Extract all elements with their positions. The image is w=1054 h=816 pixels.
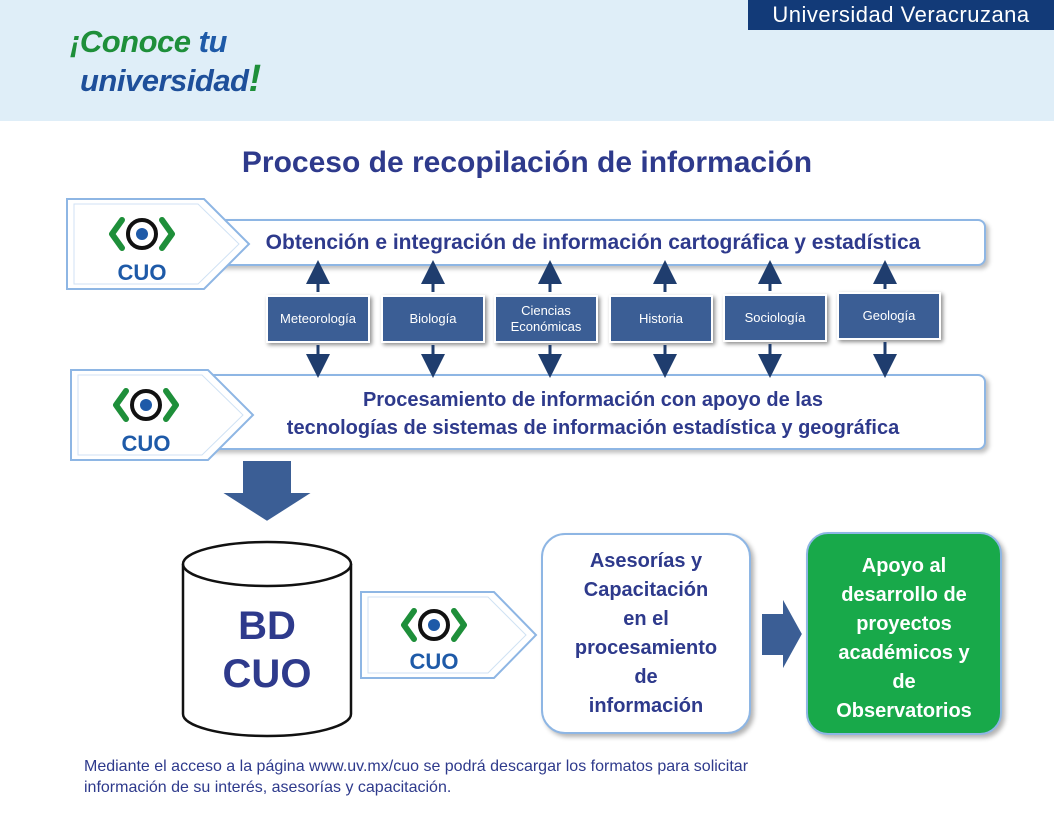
database-cylinder — [181, 540, 353, 738]
asesorias-line: información — [588, 695, 704, 717]
category-sociologia: Sociología — [723, 294, 827, 342]
cuo-logo-badge-3: CUO — [360, 591, 538, 679]
slogan-line-2: universidad! — [80, 58, 261, 101]
cuo-logo-text: CUO — [122, 431, 171, 456]
eye-logo-icon — [113, 388, 179, 422]
apoyo-line: proyectos — [856, 613, 952, 635]
asesorias-line: de — [634, 666, 658, 688]
apoyo-line: desarrollo de — [841, 584, 967, 606]
asesorias-line: en el — [623, 608, 669, 630]
category-label: Sociología — [744, 310, 806, 325]
category-geologia: Geología — [837, 292, 941, 340]
flow-arrow-down — [216, 459, 318, 524]
stage-procesamiento-line-2: tecnologías de sistemas de información e… — [286, 417, 900, 439]
stage-obtencion-bar: Obtención e integración de información c… — [200, 219, 986, 266]
database-label-line-1: BD — [238, 604, 296, 648]
category-label: Geología — [862, 308, 916, 323]
category-meteorologia: Meteorología — [266, 295, 370, 343]
cuo-logo-badge-1: CUO — [66, 198, 251, 290]
cuo-logo-text: CUO — [410, 649, 459, 674]
category-label: Historia — [638, 311, 684, 326]
category-label: Meteorología — [280, 311, 356, 326]
asesorias-line: Capacitación — [583, 579, 709, 601]
database-label: BD CUO — [182, 602, 352, 698]
stage-procesamiento-bar: Procesamiento de información con apoyo d… — [200, 374, 986, 450]
cuo-logo-badge-2: CUO — [70, 369, 255, 461]
footer-note: Mediante el acceso a la página www.uv.mx… — [84, 756, 944, 798]
slogan-tu: tu — [198, 24, 228, 59]
cuo-logo-text: CUO — [118, 260, 167, 285]
apoyo-box: Apoyo al desarrollo de proyectos académi… — [806, 532, 1002, 735]
apoyo-line: de — [892, 671, 916, 693]
category-label: Ciencias — [521, 303, 571, 318]
category-ciencias-economicas: Ciencias Económicas — [494, 295, 598, 343]
asesorias-line: procesamiento — [574, 637, 718, 659]
page-title: Proceso de recopilación de información — [241, 146, 813, 179]
slogan-universidad: universidad — [80, 63, 249, 98]
university-name: Universidad Veracruzana — [748, 0, 1054, 30]
stage-procesamiento-line-1: Procesamiento de información con apoyo d… — [362, 389, 824, 411]
footer-line-1: Mediante el acceso a la página www.uv.mx… — [84, 758, 749, 775]
asesorias-line: Asesorías y — [589, 550, 703, 572]
footer-line-2: información de su interés, asesorías y c… — [84, 779, 452, 796]
slogan-prefix: ¡Conoce — [70, 24, 199, 59]
database-label-line-2: CUO — [222, 652, 312, 696]
flow-arrow-right — [760, 595, 805, 673]
stage-obtencion-label: Obtención e integración de información c… — [265, 231, 921, 254]
apoyo-line: Observatorios — [836, 700, 972, 722]
category-label: Biología — [409, 311, 457, 326]
apoyo-line: académicos y — [838, 642, 970, 664]
eye-logo-icon — [109, 217, 175, 251]
slogan-line-1: ¡Conoce tu — [70, 24, 227, 60]
category-label-2: Económicas — [510, 319, 582, 334]
apoyo-line: Apoyo al — [861, 555, 947, 577]
slogan-exclamation: ! — [248, 58, 262, 100]
category-biologia: Biología — [381, 295, 485, 343]
category-historia: Historia — [609, 295, 713, 343]
asesorias-box: Asesorías y Capacitación en el procesami… — [541, 533, 751, 734]
eye-logo-icon — [401, 608, 467, 642]
